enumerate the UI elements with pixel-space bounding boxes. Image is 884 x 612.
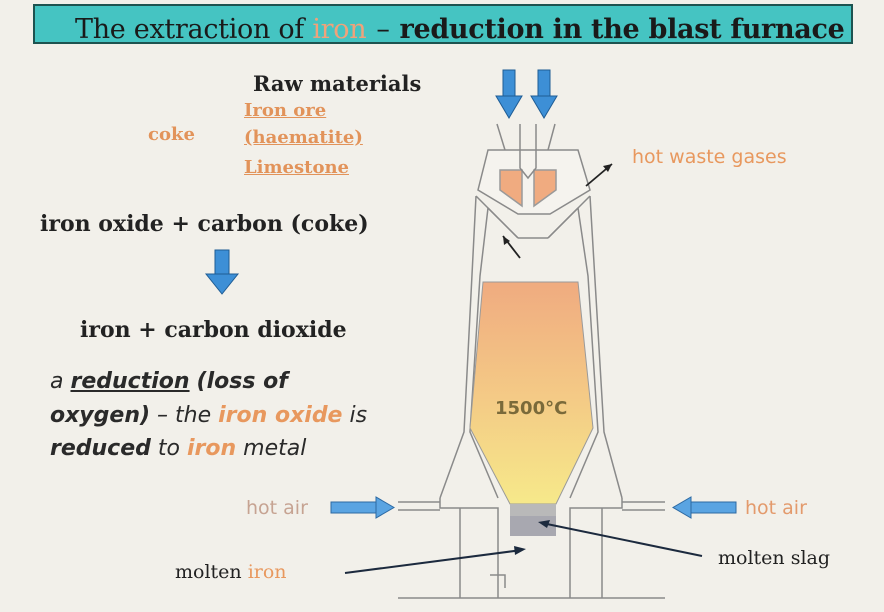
- raw-materials-inlet-arrows: [495, 69, 558, 119]
- hot-air-left-arrow: [330, 496, 395, 519]
- explanation-line-3: reduced to iron metal: [50, 436, 306, 461]
- furnace-contents: [469, 281, 594, 505]
- hot-air-right-label: hot air: [745, 497, 807, 519]
- page-title: The extraction of iron–reduction in the …: [75, 14, 845, 45]
- equation-down-arrow: [204, 249, 240, 295]
- molten-slag-layer: [510, 504, 556, 516]
- explanation-line-2: oxygen) – the iron oxide is: [50, 403, 367, 428]
- title-prefix: The extraction of: [75, 14, 305, 45]
- molten-prefix: molten: [175, 561, 242, 583]
- molten-slag-label: molten slag: [718, 547, 831, 569]
- explanation-oxygen: oxygen): [50, 403, 151, 428]
- explanation-metal: metal: [243, 436, 307, 461]
- title-dash: –: [376, 14, 390, 45]
- explanation-is: is: [349, 403, 368, 428]
- explanation-line-1: a reduction (loss of: [50, 369, 288, 394]
- title-bar: The extraction of iron–reduction in the …: [33, 4, 853, 45]
- explanation-the: – the: [157, 403, 212, 428]
- explanation-iron-oxide: iron oxide: [218, 403, 343, 428]
- title-highlight: iron: [312, 14, 367, 45]
- title-rest: reduction in the blast furnace: [399, 14, 845, 45]
- limestone-label: Limestone: [244, 157, 349, 178]
- explanation-a: a: [50, 369, 64, 394]
- hot-air-right-arrow: [672, 496, 737, 519]
- raw-materials-heading: Raw materials: [253, 71, 422, 96]
- haematite-label: (haematite): [244, 127, 363, 148]
- explanation-to: to: [157, 436, 180, 461]
- molten-slag-pointer: [541, 522, 703, 557]
- explanation-iron: iron: [186, 436, 237, 461]
- equation-products: iron + carbon dioxide: [80, 317, 347, 343]
- molten-iron-word: iron: [247, 561, 287, 583]
- temperature-label: 1500°C: [495, 398, 568, 419]
- molten-iron-pointer: [344, 549, 523, 574]
- iron-ore-label: Iron ore: [244, 100, 327, 121]
- molten-iron-label: molten iron: [175, 561, 287, 583]
- explanation-loss-of: (loss of: [196, 369, 288, 394]
- furnace-walls: [398, 195, 665, 599]
- hot-waste-gases-label: hot waste gases: [632, 146, 787, 168]
- molten-iron-layer: [510, 516, 556, 536]
- hot-air-left-label: hot air: [246, 497, 308, 519]
- explanation-reduced: reduced: [50, 436, 151, 461]
- equation-reactants: iron oxide + carbon (coke): [40, 211, 369, 237]
- explanation-reduction: reduction: [70, 369, 190, 394]
- hopper: [477, 123, 591, 215]
- coke-label: coke: [148, 124, 195, 145]
